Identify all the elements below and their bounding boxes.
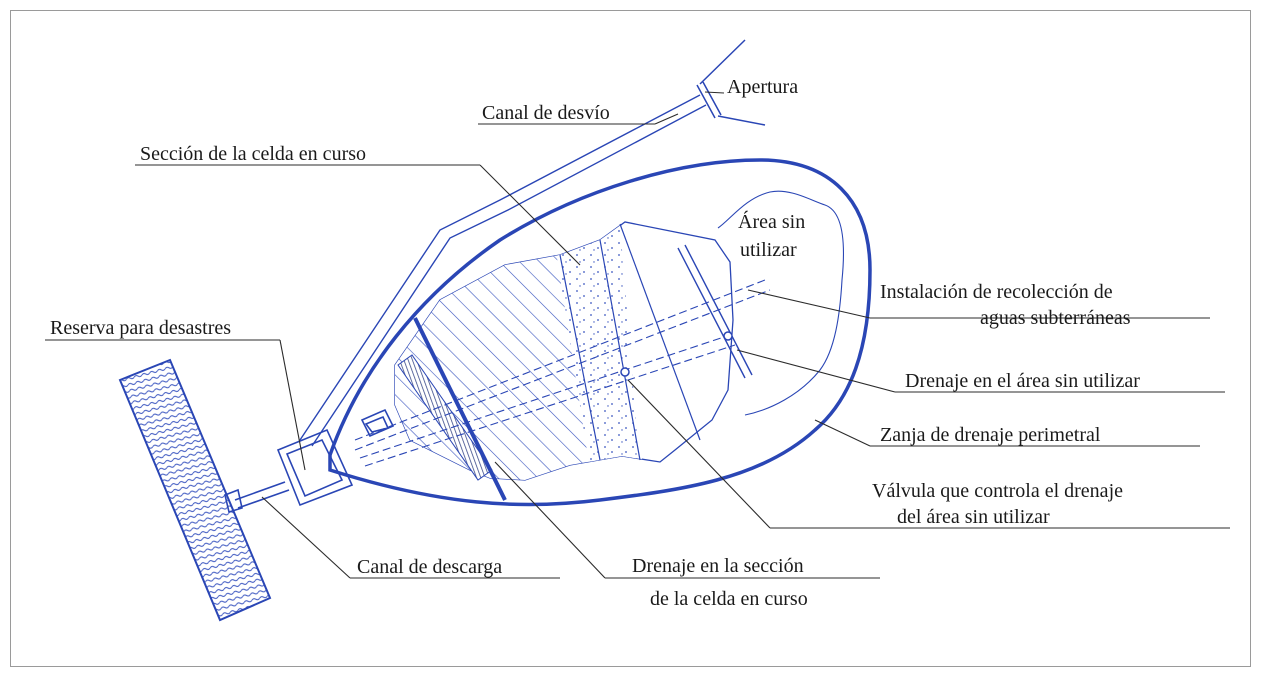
label-zanja: Zanja de drenaje perimetral [880, 424, 1101, 446]
label-canal-descarga: Canal de descarga [357, 556, 502, 578]
label-drenaje-area: Drenaje en el área sin utilizar [905, 370, 1140, 392]
diversion-canal [299, 94, 707, 447]
label-valvula-2: del área sin utilizar [897, 506, 1050, 528]
label-valvula-1: Válvula que controla el drenaje [872, 480, 1123, 502]
label-drenaje-seccion-2: de la celda en curso [650, 588, 808, 610]
label-area-sin-utilizar-1: Área sin [738, 210, 805, 233]
unused-area-drain [677, 244, 753, 379]
label-drenaje-seccion-1: Drenaje en la sección [632, 555, 804, 577]
label-canal-desvio: Canal de desvío [482, 102, 610, 124]
valve-drain [723, 331, 733, 341]
label-instalacion-1: Instalación de recolección de [880, 281, 1113, 303]
label-reserva: Reserva para desastres [50, 317, 231, 339]
perimeter-trench [328, 158, 872, 507]
discharge-canal [224, 481, 290, 514]
landfill-fill [394, 221, 734, 481]
valve-unused-area [620, 367, 630, 377]
label-area-sin-utilizar-2: utilizar [740, 239, 797, 261]
label-instalacion-2: aguas subterráneas [980, 307, 1131, 329]
water-body [118, 358, 272, 622]
unused-area-boundary [717, 190, 844, 416]
leader-lines [45, 91, 1230, 579]
groundwater-pipes [354, 279, 771, 467]
label-apertura: Apertura [727, 76, 798, 98]
aperture-intake [696, 39, 766, 126]
label-seccion-celda: Sección de la celda en curso [140, 143, 366, 165]
disaster-reserve [276, 408, 395, 507]
